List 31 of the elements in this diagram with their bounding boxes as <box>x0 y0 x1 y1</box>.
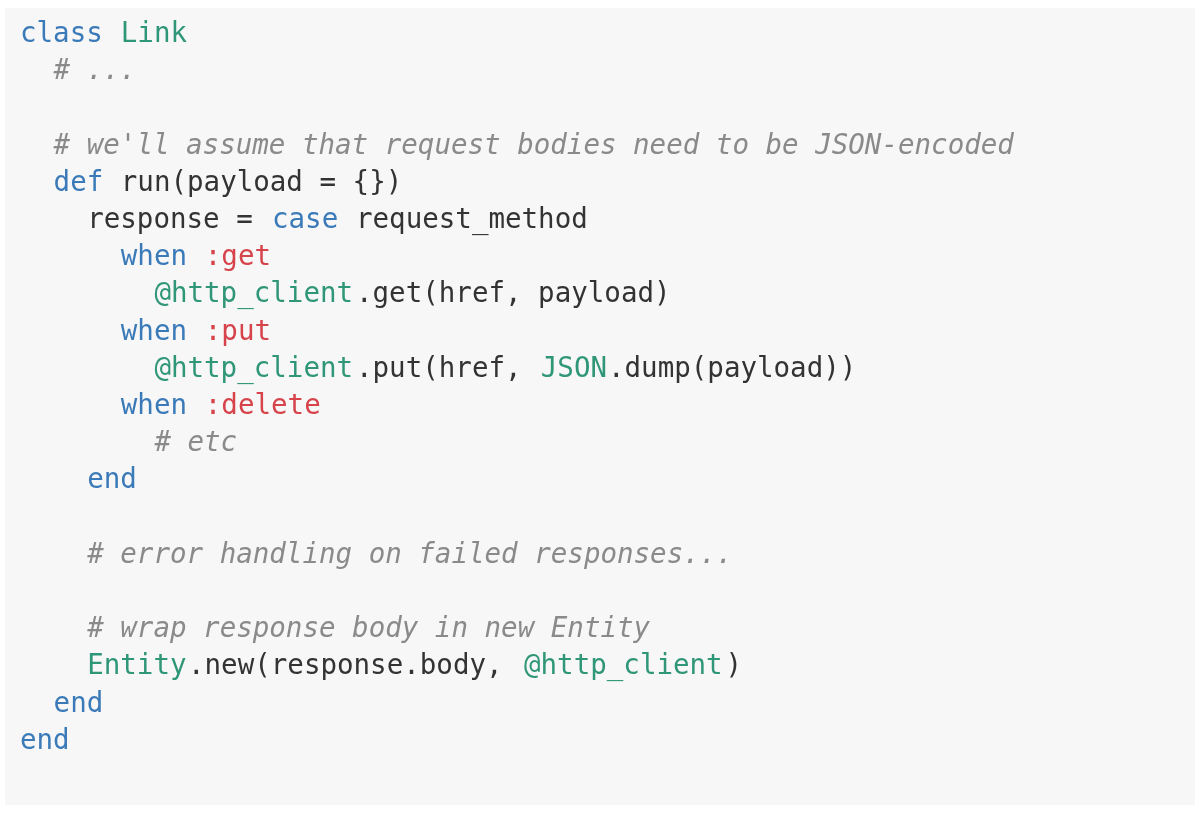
code-keyword: def <box>53 163 104 198</box>
code-comment: # we'll assume that request bodies need to be JSON-encoded <box>53 126 1014 161</box>
code-keyword: class <box>20 15 103 49</box>
code-text: response = <box>87 201 253 235</box>
code-keyword: when <box>120 238 188 273</box>
code-text: ) <box>725 647 743 682</box>
code-comment: # etc <box>154 424 238 459</box>
code-identifier: @http_client <box>154 349 354 384</box>
code-comment: # ... <box>53 52 137 87</box>
code-text: .dump(payload)) <box>608 349 857 384</box>
code-keyword: end <box>87 461 137 496</box>
code-text: run(payload = {}) <box>120 163 403 198</box>
code-identifier: Entity <box>87 647 187 682</box>
code-keyword: when <box>120 387 188 421</box>
code-keyword: end <box>20 721 70 756</box>
code-comment: # wrap response body in new Entity <box>87 610 651 645</box>
code-text: request_method <box>356 201 588 235</box>
code-text: .get(href, payload) <box>356 275 671 310</box>
code-identifier: JSON <box>540 349 608 384</box>
code-identifier: Link <box>120 15 188 49</box>
code-text: .new(response.body, <box>188 647 503 682</box>
code-keyword: end <box>53 684 104 719</box>
code-symbol: :delete <box>204 387 321 421</box>
code-identifier: @http_client <box>154 275 354 310</box>
code-text: .put(href, <box>356 349 522 384</box>
code-keyword: when <box>120 312 188 347</box>
code-symbol: :get <box>204 238 272 273</box>
code-identifier: @http_client <box>524 647 723 682</box>
code-symbol: :put <box>204 312 272 347</box>
code-keyword: case <box>272 201 339 235</box>
code-comment: # error handling on failed responses... <box>87 535 733 570</box>
